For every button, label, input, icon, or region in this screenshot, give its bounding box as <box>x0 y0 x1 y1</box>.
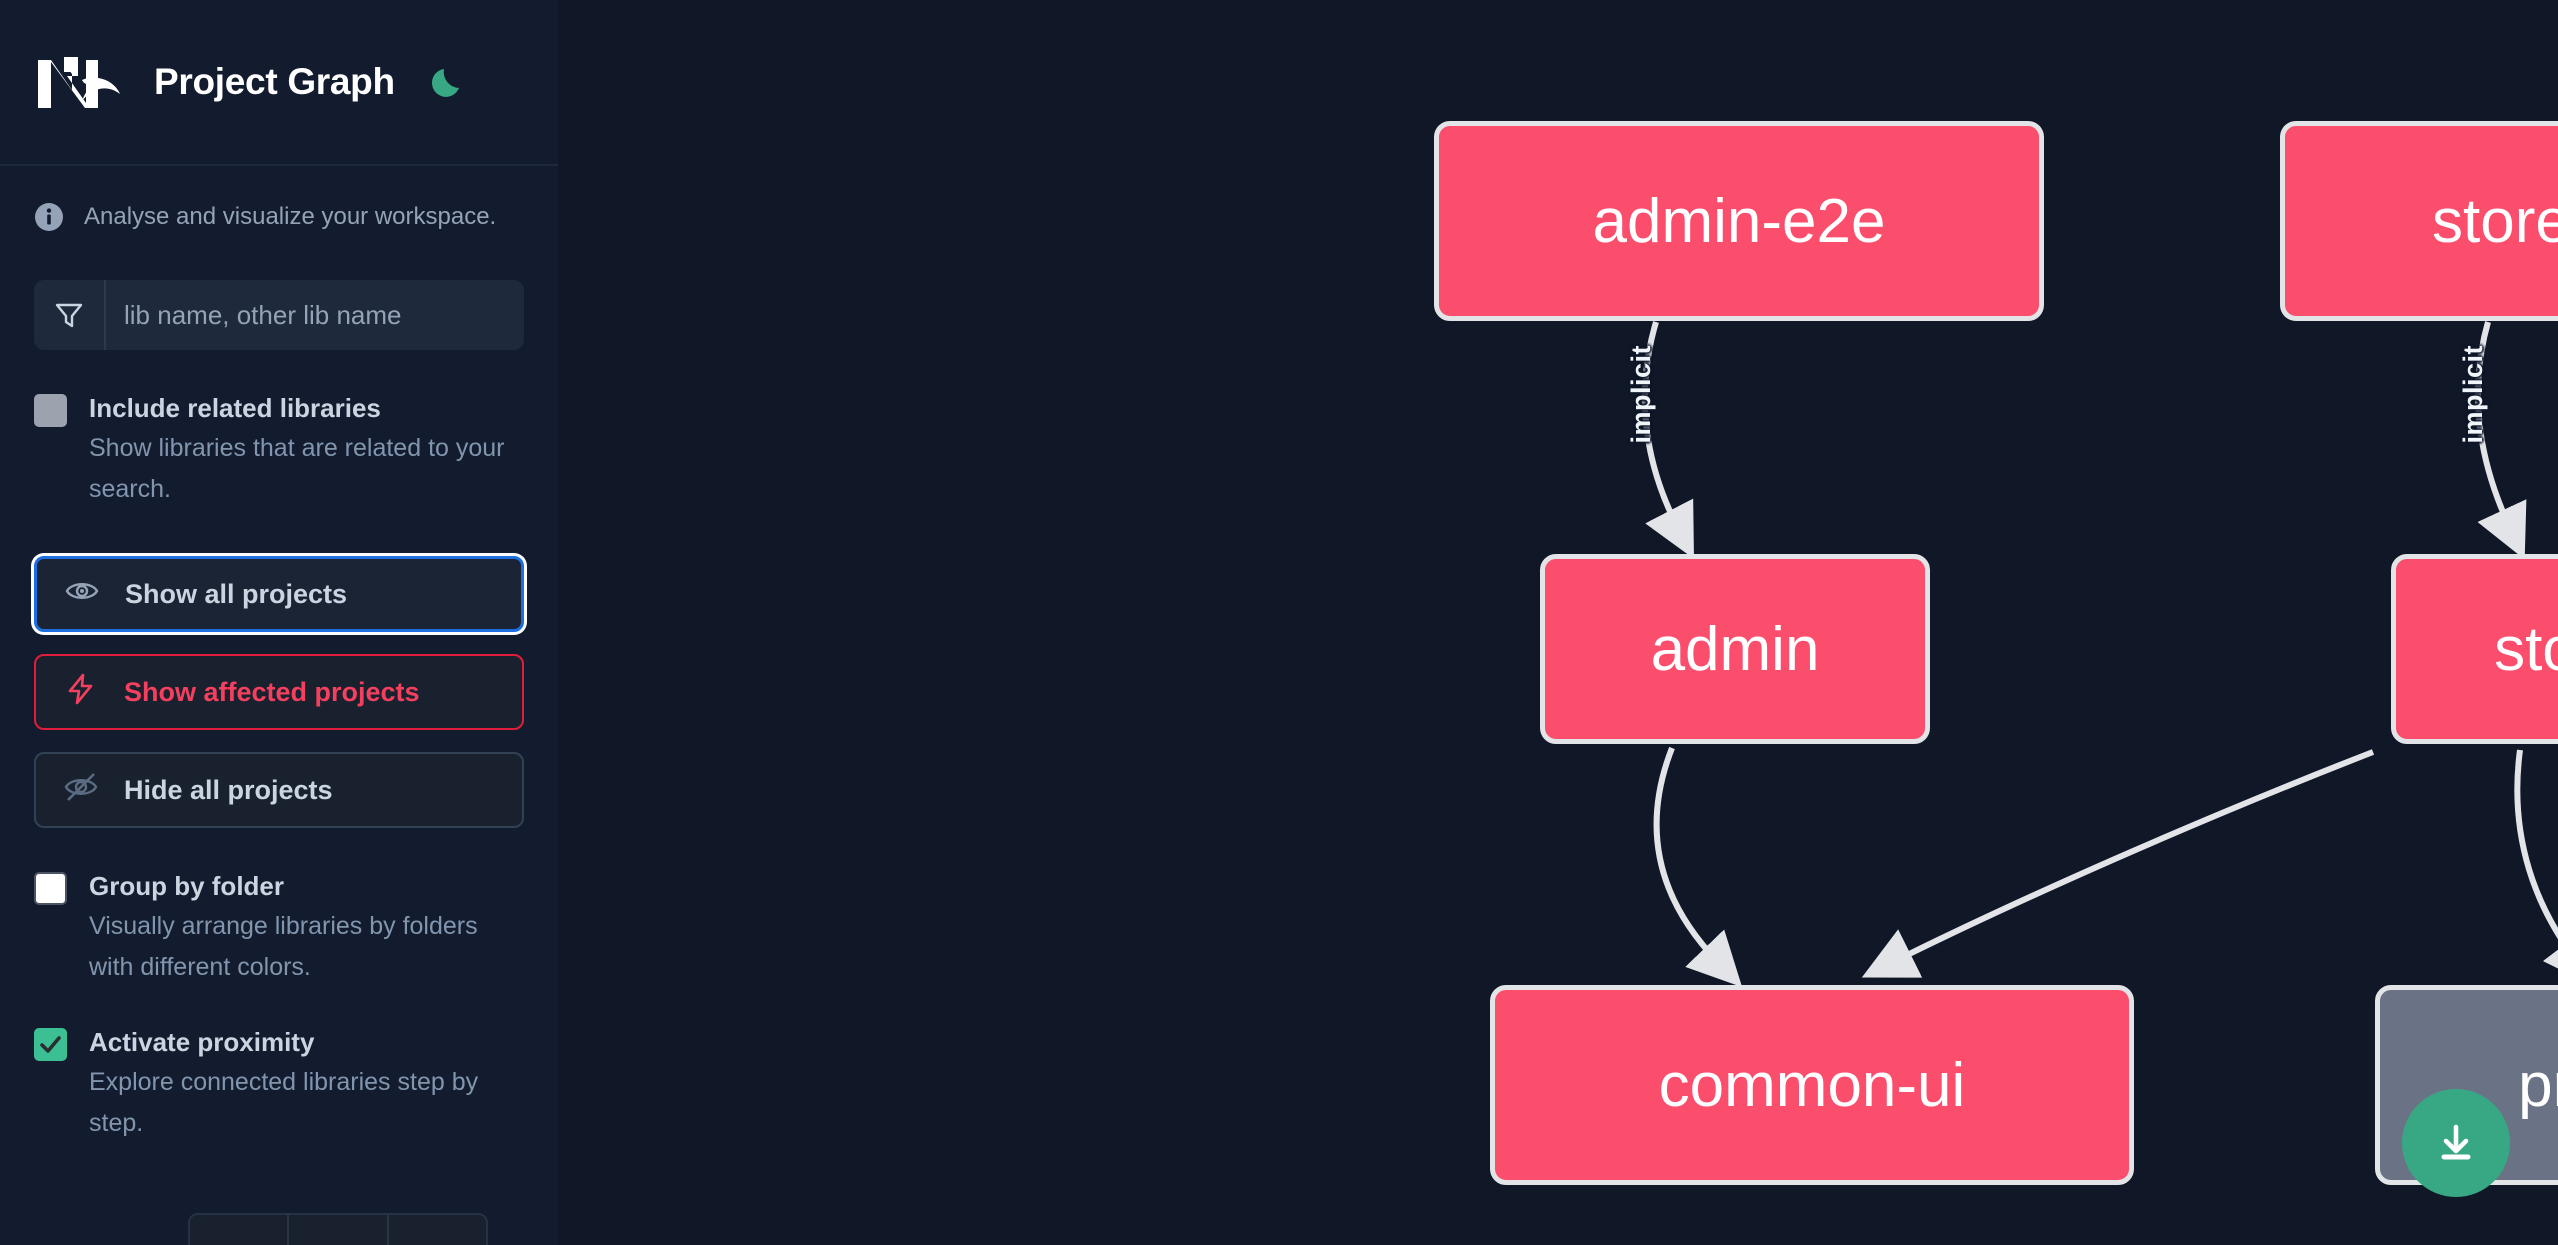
eye-icon <box>65 574 99 615</box>
search-input[interactable] <box>106 280 524 350</box>
proximity-segment-3[interactable] <box>388 1215 486 1245</box>
moon-icon[interactable] <box>425 59 471 105</box>
proximity-segmented-control[interactable] <box>188 1213 488 1245</box>
hide-all-projects-label: Hide all projects <box>124 774 333 805</box>
show-all-projects-button[interactable]: Show all projects <box>34 556 524 632</box>
sidebar-header: Project Graph <box>0 0 558 166</box>
projects-button-group: Show all projects Show affected projects <box>34 556 524 828</box>
info-icon <box>34 202 64 232</box>
download-icon <box>2432 1117 2480 1170</box>
graph-node-admin[interactable]: admin <box>1540 554 1930 744</box>
sidebar-tagline-row: Analyse and visualize your workspace. <box>0 166 558 232</box>
edge-store-to-products <box>2514 749 2558 988</box>
search-input-container[interactable] <box>34 280 524 350</box>
hide-all-projects-button[interactable]: Hide all projects <box>34 752 524 828</box>
edge-label-implicit-admin: implicit <box>1626 345 1656 444</box>
group-by-folder-description: Visually arrange libraries by folders wi… <box>89 912 478 981</box>
show-all-projects-label: Show all projects <box>125 578 348 609</box>
edge-admin-to-common-ui <box>1653 746 1743 988</box>
group-by-folder-checkbox[interactable] <box>34 872 67 905</box>
activate-proximity-checkbox[interactable] <box>34 1028 67 1061</box>
graph-node-common-ui[interactable]: common-ui <box>1490 985 2134 1185</box>
option-include-related-libraries[interactable]: Include related libraries Show libraries… <box>0 388 558 510</box>
edge-label-implicit-store: implicit <box>2458 345 2488 444</box>
sidebar-tagline: Analyse and visualize your workspace. <box>84 203 497 230</box>
eye-off-icon <box>64 770 98 811</box>
include-related-libraries-checkbox[interactable] <box>34 394 67 427</box>
include-related-libraries-description: Show libraries that are related to your … <box>89 434 505 503</box>
include-related-libraries-label: Include related libraries <box>89 393 381 423</box>
graph-node-store[interactable]: store <box>2391 554 2558 744</box>
edge-store-to-common-ui <box>1861 749 2375 978</box>
lightning-icon <box>64 672 98 713</box>
graph-node-admin-e2e[interactable]: admin-e2e <box>1434 121 2044 321</box>
proximity-segment-2[interactable] <box>289 1215 389 1245</box>
graph-node-store-e2e[interactable]: store-e2e <box>2280 121 2558 321</box>
option-group-by-folder[interactable]: Group by folder Visually arrange librari… <box>0 866 558 988</box>
activate-proximity-description: Explore connected libraries step by step… <box>89 1068 479 1137</box>
graph-canvas[interactable]: implicit implicit admin-e2e store-e2e ad… <box>558 0 2558 1245</box>
page-title: Project Graph <box>154 61 395 102</box>
activate-proximity-label: Activate proximity <box>89 1027 315 1057</box>
download-graph-button[interactable] <box>2402 1089 2510 1197</box>
group-by-folder-label: Group by folder <box>89 871 284 901</box>
show-affected-projects-label: Show affected projects <box>124 676 420 707</box>
filter-icon[interactable] <box>34 280 106 350</box>
option-activate-proximity[interactable]: Activate proximity Explore connected lib… <box>0 1022 558 1144</box>
nx-logo-icon <box>34 52 126 112</box>
proximity-segment-1[interactable] <box>190 1215 290 1245</box>
sidebar: Project Graph Analyse and visualize your… <box>0 0 558 1245</box>
show-affected-projects-button[interactable]: Show affected projects <box>34 654 524 730</box>
